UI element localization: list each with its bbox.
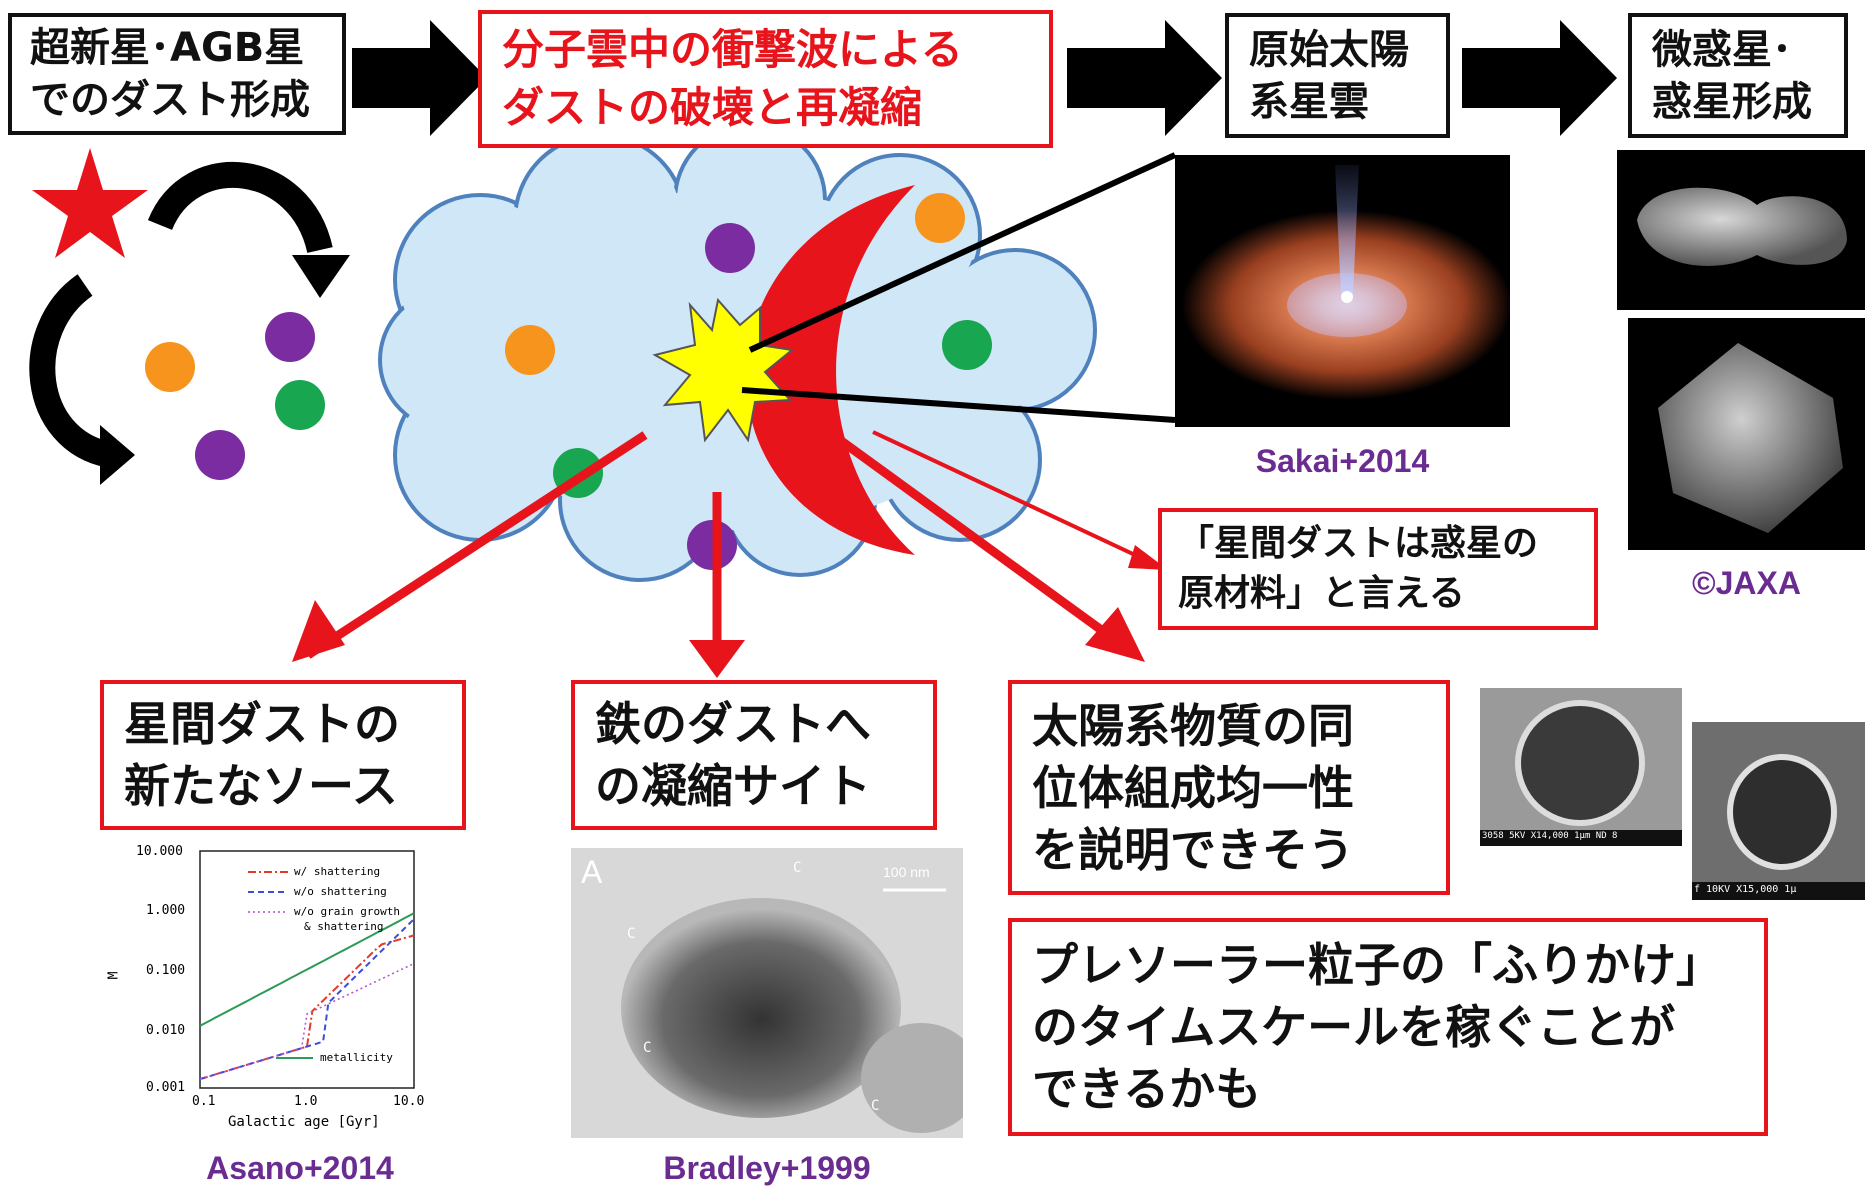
tem-panel-letter: A [581, 854, 603, 890]
sem-grain-image-left: 3058 5KV X14,000 1μm ND 8 [1480, 688, 1682, 846]
dust-mass-plot: 10.000 1.000 0.100 0.010 0.001 0.1 1.0 1… [106, 844, 425, 1140]
plot-legend-item: w/o grain growth [294, 905, 400, 918]
arrow-right-icon [352, 20, 487, 136]
flow-step-line: 超新星･AGB星 [30, 25, 305, 71]
claim-box: 「星間ダストは惑星の 原材料」と言える [1158, 508, 1598, 630]
outcome-line: 太陽系物質の同 [1032, 698, 1354, 753]
sem-caption: f 10KV X15,000 1μ [1694, 884, 1797, 895]
cycle-arrow-icon [147, 162, 333, 254]
cycle-arrow-icon [29, 274, 114, 468]
plot-xtick: 10.0 [393, 1094, 425, 1109]
asteroid-itokawa-image [1617, 150, 1865, 310]
purple-dust-icon [195, 430, 245, 480]
plot-legend-item: w/ shattering [294, 865, 381, 878]
plot-ytick: 10.000 [136, 844, 183, 859]
plot-ylabel: M [106, 971, 122, 980]
flow-step-line: ダストの破壊と再凝縮 [502, 83, 923, 132]
tem-marker: C [871, 1098, 880, 1114]
tem-scale-label: 100 nm [883, 864, 930, 880]
plot-ytick: 0.100 [146, 963, 186, 978]
orange-dust-icon [915, 193, 965, 243]
flow-step-line: 微惑星･ [1652, 26, 1792, 73]
tem-marker: C [643, 1040, 652, 1056]
arrow-head-icon [689, 640, 745, 678]
flow-step-nebula: 原始太陽 系星雲 [1225, 13, 1450, 138]
plot-xlabel: Galactic age [Gyr] [228, 1114, 380, 1130]
orange-dust-icon [505, 325, 555, 375]
flow-step-shock: 分子雲中の衝撃波による ダストの破壊と再凝縮 [478, 10, 1053, 148]
plot-xtick: 0.1 [192, 1094, 216, 1109]
plot-legend-item: & shattering [304, 920, 384, 933]
outcome-new-source: 星間ダストの 新たなソース [100, 680, 466, 830]
sem-caption: 3058 5KV X14,000 1μm ND 8 [1482, 831, 1618, 841]
credit-sakai: Sakai+2014 [1255, 443, 1430, 479]
tem-dust-image: A 100 nm C C C C [571, 848, 963, 1138]
arrow-right-icon [1462, 20, 1617, 136]
credit-bradley: Bradley+1999 [663, 1150, 871, 1186]
purple-dust-icon [265, 312, 315, 362]
asteroid-ryugu-image [1628, 318, 1865, 550]
claim-line: 「星間ダストは惑星の [1178, 523, 1539, 564]
flow-step-dust-formation: 超新星･AGB星 でのダスト形成 [8, 13, 346, 135]
shock-front-icon [746, 185, 915, 555]
green-dust-icon [942, 320, 992, 370]
plot-ytick: 0.010 [146, 1023, 186, 1038]
arrow-head-icon [292, 600, 345, 662]
outcome-line: 新たなソース [124, 759, 398, 813]
plot-ytick: 1.000 [146, 903, 186, 918]
arrow-head-icon [1085, 607, 1145, 662]
outcome-isotope-homogeneity: 太陽系物質の同 位体組成均一性 を説明できそう [1008, 680, 1450, 895]
claim-line: 原材料」と言える [1178, 573, 1465, 614]
outcome-presolar-timescale: プレソーラー粒子の「ふりかけ」 のタイムスケールを稼ぐことが できるかも [1008, 918, 1768, 1136]
plot-xtick: 1.0 [294, 1094, 318, 1109]
plot-ytick: 0.001 [146, 1080, 186, 1095]
outcome-line: を説明できそう [1032, 822, 1354, 877]
flow-step-line: 分子雲中の衝撃波による [502, 25, 963, 74]
arrow-right-icon [1067, 20, 1222, 136]
flow-step-line: でのダスト形成 [30, 77, 310, 123]
flow-step-planet-formation: 微惑星･ 惑星形成 [1628, 13, 1848, 138]
plot-legend-item: w/o shattering [294, 885, 387, 898]
tem-marker: C [793, 860, 802, 876]
outcome-iron-condensation: 鉄のダストへ の凝縮サイト [571, 680, 937, 830]
purple-dust-icon [687, 520, 737, 570]
credit-jaxa: ©JAXA [1692, 565, 1801, 601]
outcome-line: 星間ダストの [124, 697, 400, 751]
green-dust-icon [275, 380, 325, 430]
outcome-line: 鉄のダストへ [595, 697, 871, 751]
outcome-line: 位体組成均一性 [1032, 760, 1354, 815]
tem-marker: C [627, 926, 636, 942]
cycle-arrow-head-icon [100, 425, 135, 485]
credit-asano: Asano+2014 [206, 1150, 394, 1186]
protosolar-disk-image [1175, 155, 1510, 427]
star-icon [32, 148, 148, 258]
sem-grain-image-right: f 10KV X15,000 1μ [1692, 722, 1865, 900]
outcome-line: できるかも [1032, 1062, 1262, 1116]
outcome-line: のタイムスケールを稼ぐことが [1032, 1000, 1676, 1054]
flow-step-line: 系星雲 [1249, 78, 1369, 125]
outcome-line: プレソーラー粒子の「ふりかけ」 [1032, 938, 1722, 992]
orange-dust-icon [145, 342, 195, 392]
purple-dust-icon [705, 223, 755, 273]
flow-step-line: 惑星形成 [1652, 78, 1812, 125]
cycle-arrow-head-icon [292, 255, 350, 298]
flow-step-line: 原始太陽 [1249, 26, 1409, 73]
plot-legend-item: metallicity [320, 1051, 393, 1064]
outcome-line: の凝縮サイト [595, 759, 871, 813]
